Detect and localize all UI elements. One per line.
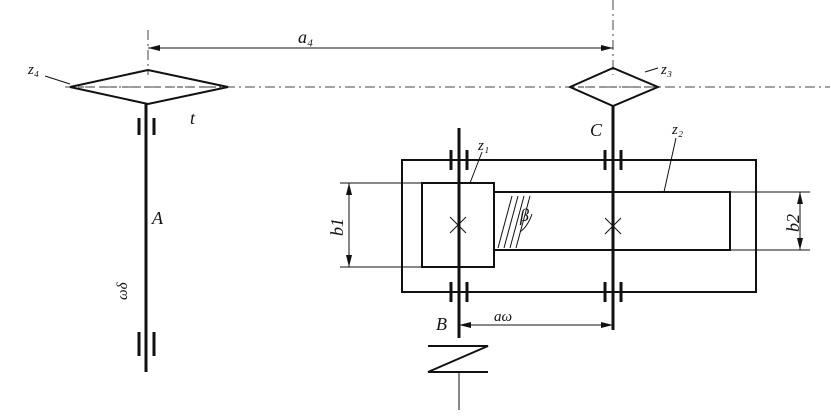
shaft-b — [449, 128, 469, 410]
dimension-b1 — [340, 182, 422, 268]
dimension-b2 — [730, 191, 810, 251]
z4-leader — [44, 75, 71, 85]
sprocket-z3 — [567, 66, 661, 108]
label-a4: a₄ — [298, 27, 313, 47]
motor-coupling — [427, 345, 489, 373]
sprocket-z4 — [69, 68, 229, 106]
label-t: t — [190, 108, 196, 128]
label-beta: β — [519, 205, 529, 225]
z3-leader — [644, 67, 659, 73]
label-b2: b2 — [783, 214, 803, 232]
dimension-a4 — [148, 45, 613, 51]
gear-z2 — [493, 191, 731, 251]
label-z3: z₃ — [660, 62, 672, 78]
gearbox-housing — [401, 159, 757, 293]
label-b: B — [436, 314, 447, 334]
label-b1: b1 — [327, 218, 347, 236]
label-z4: z₄ — [27, 62, 39, 78]
label-z1: z₁ — [477, 138, 489, 154]
shaft-a — [137, 104, 156, 372]
shaft-c — [603, 106, 623, 330]
label-aw: aω — [494, 309, 512, 325]
z2-leader — [663, 137, 677, 193]
label-c: C — [590, 120, 603, 140]
z1-leader — [469, 151, 483, 184]
label-omega: ωδ — [115, 281, 131, 300]
label-z2: z₂ — [671, 122, 683, 138]
dimension-aw — [459, 322, 613, 328]
label-a: A — [151, 208, 164, 228]
